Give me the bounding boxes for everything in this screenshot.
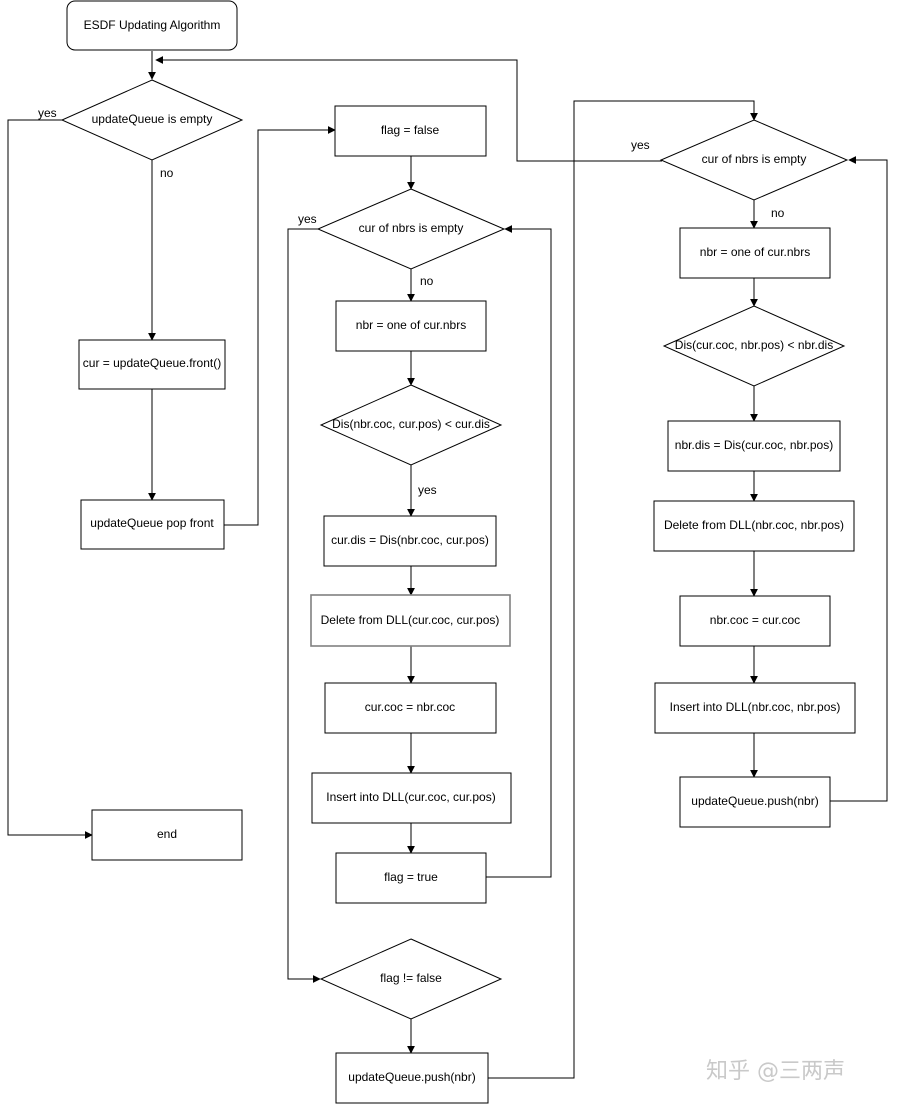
process-pop-front: updateQueue pop front [80,499,225,550]
node-start-label: ESDF Updating Algorithm [84,18,221,32]
edge-label-r-yes: yes [631,138,650,152]
decision-queue-empty: updateQueue is empty [60,79,244,161]
process-c-nbr-one: nbr = one of cur.nbrs [335,300,487,352]
edge-pop-front-to-flag-false [224,126,336,526]
process-flag-false: flag = false [334,105,487,157]
edge-label-c-no: no [420,274,434,288]
decision-r-dis-check-label: Dis(cur.coc, nbr.pos) < nbr.dis [675,338,833,352]
watermark-text: 知乎 @三两声 [706,1059,845,1084]
decision-cur-nbrs-empty-label: cur of nbrs is empty [359,221,464,235]
edge-label-r-no: no [771,206,785,220]
process-r-nbr-coc-label: nbr.coc = cur.coc [710,613,800,627]
decision-c-flag-check: flag != false [319,938,503,1020]
node-end-label: end [157,827,177,841]
edge-r-nbrs-empty-yes-to-q-empty [155,56,662,162]
process-flag-false-label: flag = false [381,123,440,137]
process-cur-front: cur = updateQueue.front() [78,339,226,390]
node-start: ESDF Updating Algorithm [66,0,238,51]
process-r-delete-label: Delete from DLL(nbr.coc, nbr.pos) [664,518,844,532]
process-c-insert: Insert into DLL(cur.coc, cur.pos) [311,772,512,824]
process-c-nbr-one-label: nbr = one of cur.nbrs [356,318,466,332]
process-r-nbr-coc: nbr.coc = cur.coc [679,595,831,647]
edge-flag-true-back-to-nbrs-empty [486,225,552,878]
decision-cur-nbrs-empty: cur of nbrs is empty [316,188,506,270]
edge-label-c-yes: yes [298,212,317,226]
decision-c-flag-check-label: flag != false [380,971,442,985]
process-r-nbr-dis: nbr.dis = Dis(cur.coc, nbr.pos) [667,420,841,472]
process-c-insert-label: Insert into DLL(cur.coc, cur.pos) [326,790,495,804]
process-c-delete: Delete from DLL(cur.coc, cur.pos) [310,594,511,647]
edges [7,51,888,1079]
process-c-push: updateQueue.push(nbr) [335,1052,489,1104]
edge-labels: yes no yes no yes yes no [38,106,785,497]
process-cur-front-label: cur = updateQueue.front() [83,356,221,370]
process-r-nbr-one-label: nbr = one of cur.nbrs [700,245,810,259]
decision-r-nbrs-empty-label: cur of nbrs is empty [702,152,807,166]
process-c-cur-dis-label: cur.dis = Dis(nbr.coc, cur.pos) [331,533,489,547]
process-c-flag-true-label: flag = true [384,870,438,884]
decision-queue-empty-label: updateQueue is empty [92,112,213,126]
process-c-cur-dis: cur.dis = Dis(nbr.coc, cur.pos) [323,515,497,567]
edge-label-q-yes: yes [38,106,57,120]
process-pop-front-label: updateQueue pop front [90,516,214,530]
process-c-push-label: updateQueue.push(nbr) [348,1070,475,1084]
edge-r-push-back-to-nbrs-empty [830,156,888,802]
process-c-cur-coc-label: cur.coc = nbr.coc [365,700,455,714]
process-r-delete: Delete from DLL(nbr.coc, nbr.pos) [653,500,855,552]
node-end: end [91,809,243,861]
process-c-flag-true: flag = true [335,852,487,904]
edge-q-empty-yes-to-end [7,119,93,839]
decision-r-dis-check: Dis(cur.coc, nbr.pos) < nbr.dis [662,305,846,387]
process-r-nbr-dis-label: nbr.dis = Dis(cur.coc, nbr.pos) [675,438,833,452]
process-r-push: updateQueue.push(nbr) [679,776,831,828]
decision-c-dis-check: Dis(nbr.coc, cur.pos) < cur.dis [319,384,503,466]
decision-c-dis-check-label: Dis(nbr.coc, cur.pos) < cur.dis [332,417,490,431]
process-r-push-label: updateQueue.push(nbr) [691,794,818,808]
process-c-delete-label: Delete from DLL(cur.coc, cur.pos) [321,613,500,627]
edge-label-c-dis-yes: yes [418,483,437,497]
edge-label-q-no: no [160,166,174,180]
edge-nbrs-empty-yes-to-flag-check [287,228,321,983]
edge-push-to-right-loop [488,100,758,1079]
process-c-cur-coc: cur.coc = nbr.coc [324,682,497,734]
process-r-insert: Insert into DLL(nbr.coc, nbr.pos) [654,682,856,734]
process-r-insert-label: Insert into DLL(nbr.coc, nbr.pos) [670,700,841,714]
decision-r-nbrs-empty: cur of nbrs is empty [659,119,849,201]
process-r-nbr-one: nbr = one of cur.nbrs [679,227,831,279]
